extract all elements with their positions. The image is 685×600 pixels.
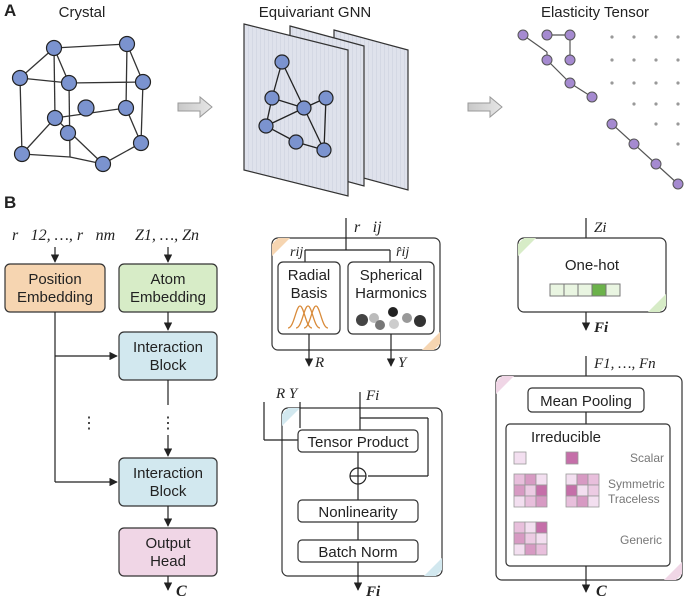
svg-text:Mean Pooling: Mean Pooling <box>540 393 632 410</box>
interaction-block-2: Interaction Block <box>118 457 218 507</box>
matrix-cell <box>576 484 589 497</box>
output-head-block: Output Head <box>118 527 218 577</box>
matrix-cell <box>587 473 600 486</box>
svg-text:Embedding: Embedding <box>17 289 93 306</box>
svg-text:Radial: Radial <box>288 267 331 284</box>
crystal-diagram <box>11 35 152 173</box>
positions-input: r⃗12, …, r⃗nm <box>12 227 115 244</box>
svg-text:r̂ij: r̂ij <box>396 245 409 260</box>
matrix-cell <box>524 473 537 486</box>
onehot-module: Zi One-hot Fi <box>517 218 667 336</box>
matrix-cell <box>524 543 537 556</box>
svg-text:Position: Position <box>28 271 81 288</box>
svg-text:Block: Block <box>150 483 187 500</box>
radial-basis-icon <box>287 305 329 329</box>
svg-text:Block: Block <box>150 357 187 374</box>
svg-text:Irreducible: Irreducible <box>531 429 601 446</box>
matrix-cell <box>524 521 537 534</box>
panel-b-label: B <box>4 193 16 212</box>
interaction-output-fi: Fi <box>365 584 381 600</box>
matrix-cell <box>513 543 526 556</box>
gnn-title: Equivariant GNN <box>259 4 372 21</box>
panel-a-label: A <box>4 1 16 20</box>
matrix-cell <box>587 495 600 508</box>
matrix-cell <box>535 495 548 508</box>
elasticity-tensor <box>517 29 684 190</box>
generic-component <box>513 521 548 556</box>
svg-text:Interaction: Interaction <box>133 465 203 482</box>
interaction-inputs-ry: R Y <box>275 386 299 402</box>
matrix-cell <box>513 473 526 486</box>
svg-text:One-hot: One-hot <box>565 257 620 274</box>
symmetric-traceless-component <box>513 473 600 508</box>
svg-text:Harmonics: Harmonics <box>355 285 427 302</box>
svg-text:Y: Y <box>398 355 408 371</box>
svg-text:Atom: Atom <box>150 271 185 288</box>
flow-arrow-1 <box>177 95 213 119</box>
matrix-cell <box>524 495 537 508</box>
svg-text:Batch Norm: Batch Norm <box>318 544 397 561</box>
spherical-harmonics-icon <box>356 307 426 330</box>
matrix-cell <box>535 473 548 486</box>
matrix-cell <box>513 521 526 534</box>
interaction-module: R Y Fi Tensor Product Nonlinearity Batch… <box>263 386 443 600</box>
svg-text:Generic: Generic <box>620 533 662 547</box>
onehot-vector <box>549 283 621 297</box>
matrix-cell <box>535 521 548 534</box>
interaction-input-fi: Fi <box>365 388 379 404</box>
atoms-input: Z1, …, Zn <box>135 227 199 244</box>
matrix-cell <box>565 484 578 497</box>
rij-vector-input: r⃗ij <box>354 219 382 236</box>
matrix-cell <box>513 484 526 497</box>
matrix-cell <box>535 484 548 497</box>
matrix-cell <box>524 532 537 545</box>
svg-text:R: R <box>314 355 324 371</box>
matrix-cell <box>513 495 526 508</box>
matrix-cell <box>565 473 578 486</box>
svg-text:Nonlinearity: Nonlinearity <box>318 504 398 521</box>
crystal-title: Crystal <box>59 4 106 21</box>
svg-text:Spherical: Spherical <box>360 267 423 284</box>
head-input-f: F1, …, Fn <box>593 356 656 372</box>
scalar-component <box>513 451 579 465</box>
svg-text:Symmetric: Symmetric <box>608 477 665 491</box>
matrix-cell <box>576 495 589 508</box>
svg-text:Scalar: Scalar <box>630 451 664 465</box>
svg-text:Tensor Product: Tensor Product <box>308 434 410 451</box>
model-output-c: C <box>176 583 187 600</box>
flow-arrow-2 <box>467 95 503 119</box>
svg-text:Basis: Basis <box>291 285 328 302</box>
matrix-cell <box>524 484 537 497</box>
interaction-block-1: Interaction Block <box>118 331 218 381</box>
matrix-cell <box>513 532 526 545</box>
matrix-cell <box>535 543 548 556</box>
head-output-c: C <box>596 583 607 600</box>
gnn-layers <box>243 23 409 197</box>
tensor-title: Elasticity Tensor <box>541 4 649 21</box>
matrix-cell <box>576 473 589 486</box>
ellipsis-left: ⋮ <box>81 415 97 432</box>
position-embedding-block: Position Embedding <box>4 263 106 313</box>
atom-embedding-block: Atom Embedding <box>118 263 218 313</box>
onehot-input-zi: Zi <box>594 220 607 236</box>
matrix-cell <box>565 495 578 508</box>
edge-module: r⃗ij rij r̂ij Radial Basis Spherical Har… <box>271 218 441 371</box>
svg-text:Interaction: Interaction <box>133 339 203 356</box>
svg-text:Head: Head <box>150 553 186 570</box>
ellipsis-center: ⋮ <box>160 415 176 432</box>
svg-text:Output: Output <box>145 535 191 552</box>
pipeline-connectors <box>50 247 173 591</box>
matrix-cell <box>535 532 548 545</box>
onehot-output-fi: Fi <box>593 320 609 336</box>
matrix-cell <box>587 484 600 497</box>
svg-text:Embedding: Embedding <box>130 289 206 306</box>
svg-text:Traceless: Traceless <box>608 492 660 506</box>
svg-text:rij: rij <box>290 245 303 260</box>
head-module: F1, …, Fn Mean Pooling Irreducible Scala… <box>495 356 683 600</box>
